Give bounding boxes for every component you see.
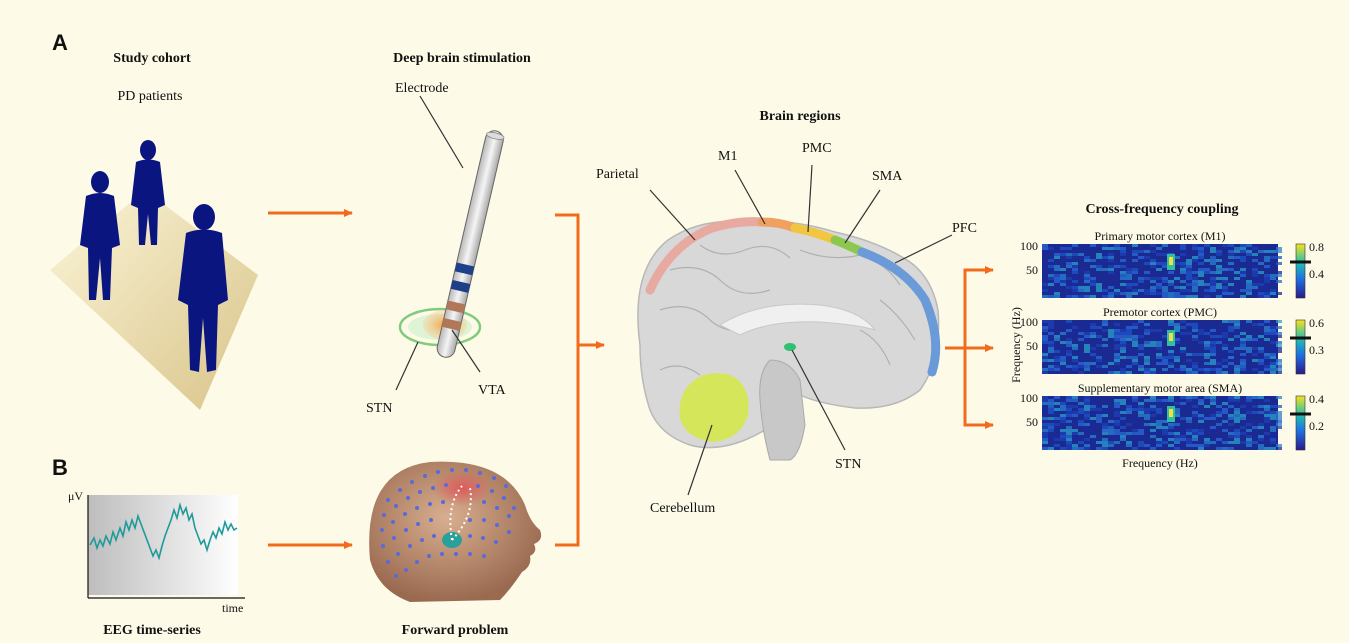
cfc-ylabel: Frequency (Hz)	[1009, 307, 1023, 383]
eeg-title: EEG time-series	[103, 623, 201, 638]
cbar-mid: 0.2	[1309, 419, 1324, 433]
merge-bracket	[555, 215, 604, 545]
cfc-panel-title: Premotor cortex (PMC)	[1103, 305, 1217, 319]
dbs-electrode-label: Electrode	[395, 81, 449, 96]
forward-title: Forward problem	[402, 623, 509, 638]
cbar-max: 0.4	[1309, 392, 1324, 406]
stn-leader	[396, 342, 418, 390]
dbs-vta-label: VTA	[478, 383, 507, 398]
electrode-leader	[420, 96, 463, 168]
eeg-plot: μV time	[68, 489, 245, 615]
brain-stn-label: STN	[835, 457, 861, 472]
head-model	[369, 462, 541, 602]
cfc-ytick: 50	[1026, 339, 1038, 353]
brain-pfc-label: PFC	[952, 221, 977, 236]
brain-illustration	[638, 165, 952, 495]
cfc-ytick: 100	[1020, 391, 1038, 405]
cfc-ytick: 50	[1026, 415, 1038, 429]
cbar-max: 0.6	[1309, 316, 1324, 330]
cfc-colorbar	[1296, 320, 1305, 374]
cfc-panels: Primary motor cortex (M1)100500.80.4Prem…	[1020, 229, 1324, 450]
brain-m1-label: M1	[718, 149, 737, 164]
brain-title: Brain regions	[759, 109, 841, 124]
cfc-title: Cross-frequency coupling	[1085, 202, 1238, 217]
cbar-mid: 0.3	[1309, 343, 1324, 357]
dbs-title: Deep brain stimulation	[393, 51, 531, 66]
brain-pmc-label: PMC	[802, 141, 832, 156]
brain-sma-label: SMA	[872, 169, 903, 184]
cfc-panel-2: Premotor cortex (PMC)100500.60.3	[1020, 305, 1324, 374]
cfc-colorbar	[1296, 244, 1305, 298]
cohort-subtitle: PD patients	[118, 89, 183, 104]
cfc-panel-3: Supplementary motor area (SMA) 100 50 0.4 0.…	[1020, 381, 1324, 450]
split-bracket	[945, 270, 993, 425]
eeg-y-unit: μV	[68, 489, 83, 503]
brain-cerebellum-label: Cerebellum	[650, 501, 715, 516]
cfc-panel-1: Primary motor cortex (M1) 100 50 0.8 0.4	[1020, 229, 1324, 298]
eeg-x-unit: time	[222, 601, 243, 615]
cfc-xlabel: Frequency (Hz)	[1122, 456, 1198, 470]
panel-letter-a: A	[52, 30, 68, 55]
cfc-ytick: 50	[1026, 263, 1038, 277]
panel-letter-b: B	[52, 455, 68, 480]
dbs-stn-label: STN	[366, 401, 392, 416]
dbs-illustration	[396, 96, 505, 390]
stn-region	[784, 343, 796, 351]
cbar-mid: 0.4	[1309, 267, 1324, 281]
brain-parietal-label: Parietal	[596, 167, 639, 182]
cbar-max: 0.8	[1309, 240, 1324, 254]
cfc-colorbar	[1296, 396, 1305, 450]
cohort-title: Study cohort	[113, 51, 191, 66]
patient-cohort-illustration	[50, 140, 258, 410]
cfc-ytick: 100	[1020, 239, 1038, 253]
cfc-panel-title: Supplementary motor area (SMA)	[1078, 381, 1242, 395]
cfc-panel-title: Primary motor cortex (M1)	[1095, 229, 1226, 243]
